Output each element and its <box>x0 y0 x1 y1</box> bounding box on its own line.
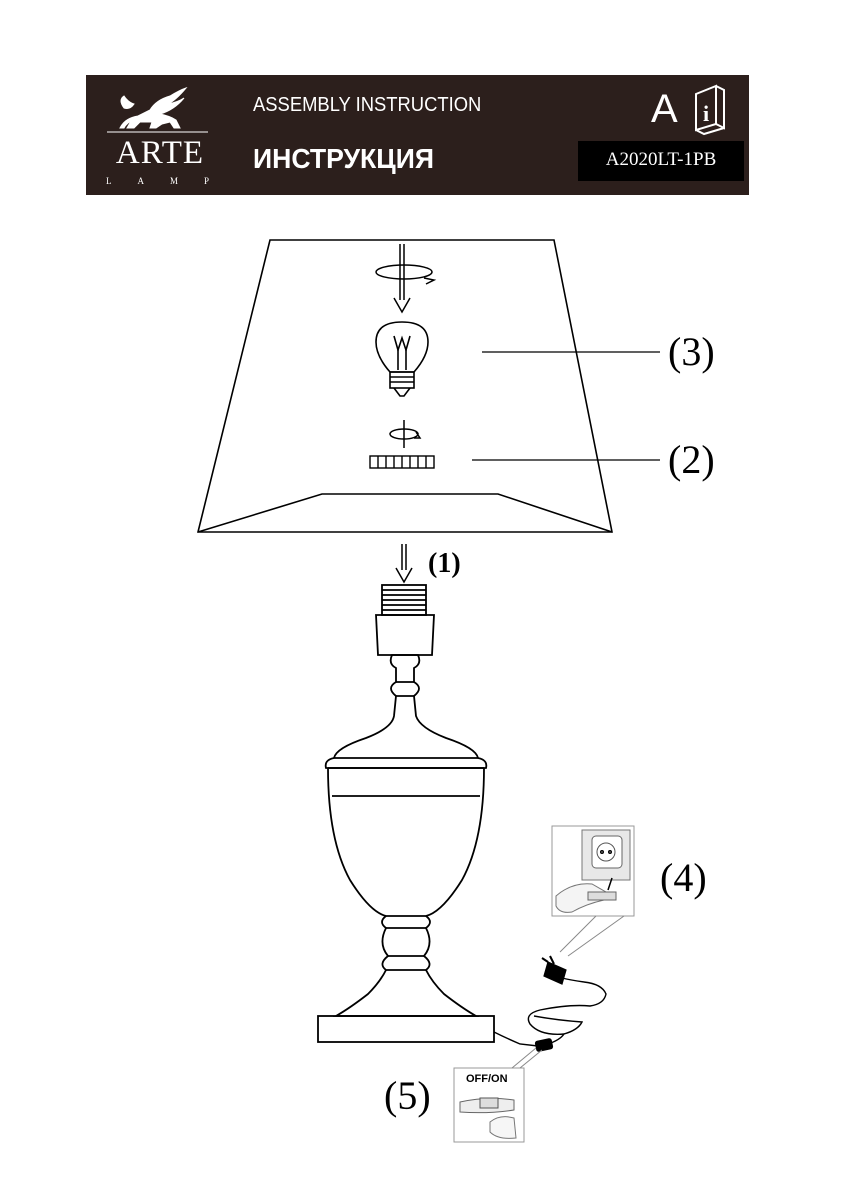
callout-1: (1) <box>428 548 461 579</box>
light-bulb-icon <box>375 321 429 397</box>
switch-detail: OFF/ON <box>453 1047 543 1143</box>
callout-3: (3) <box>668 329 715 374</box>
svg-text:i: i <box>703 101 709 126</box>
down-arrow-icon <box>393 244 411 314</box>
wall-socket-icon <box>551 825 635 957</box>
socket-ring-icon <box>369 455 435 469</box>
plug-icon <box>541 955 567 985</box>
rotate-arrow-small-icon <box>389 420 422 448</box>
lion-logo-icon <box>107 86 208 133</box>
power-cord <box>493 977 607 1047</box>
brand-name: ARTE <box>115 135 205 171</box>
model-number: A2020LT-1PB <box>605 149 717 170</box>
lamp-shade <box>196 239 613 533</box>
lamp-base <box>317 584 495 1043</box>
rotate-arrow-icon <box>375 264 437 285</box>
info-book-icon: i <box>695 84 725 136</box>
callout-4: (4) <box>660 855 707 900</box>
title-english: ASSEMBLY INSTRUCTION <box>253 94 482 116</box>
down-arrow-2-icon <box>395 544 413 584</box>
language-letter: A <box>651 87 678 131</box>
switch-icon <box>534 1038 554 1052</box>
callout-5: (5) <box>384 1073 431 1118</box>
callout-2: (2) <box>668 437 715 482</box>
brand-sub: LAMP <box>106 176 236 186</box>
model-badge <box>578 141 744 181</box>
switch-label: OFF/ON <box>466 1073 508 1085</box>
title-russian: ИНСТРУКЦИЯ <box>253 143 434 174</box>
